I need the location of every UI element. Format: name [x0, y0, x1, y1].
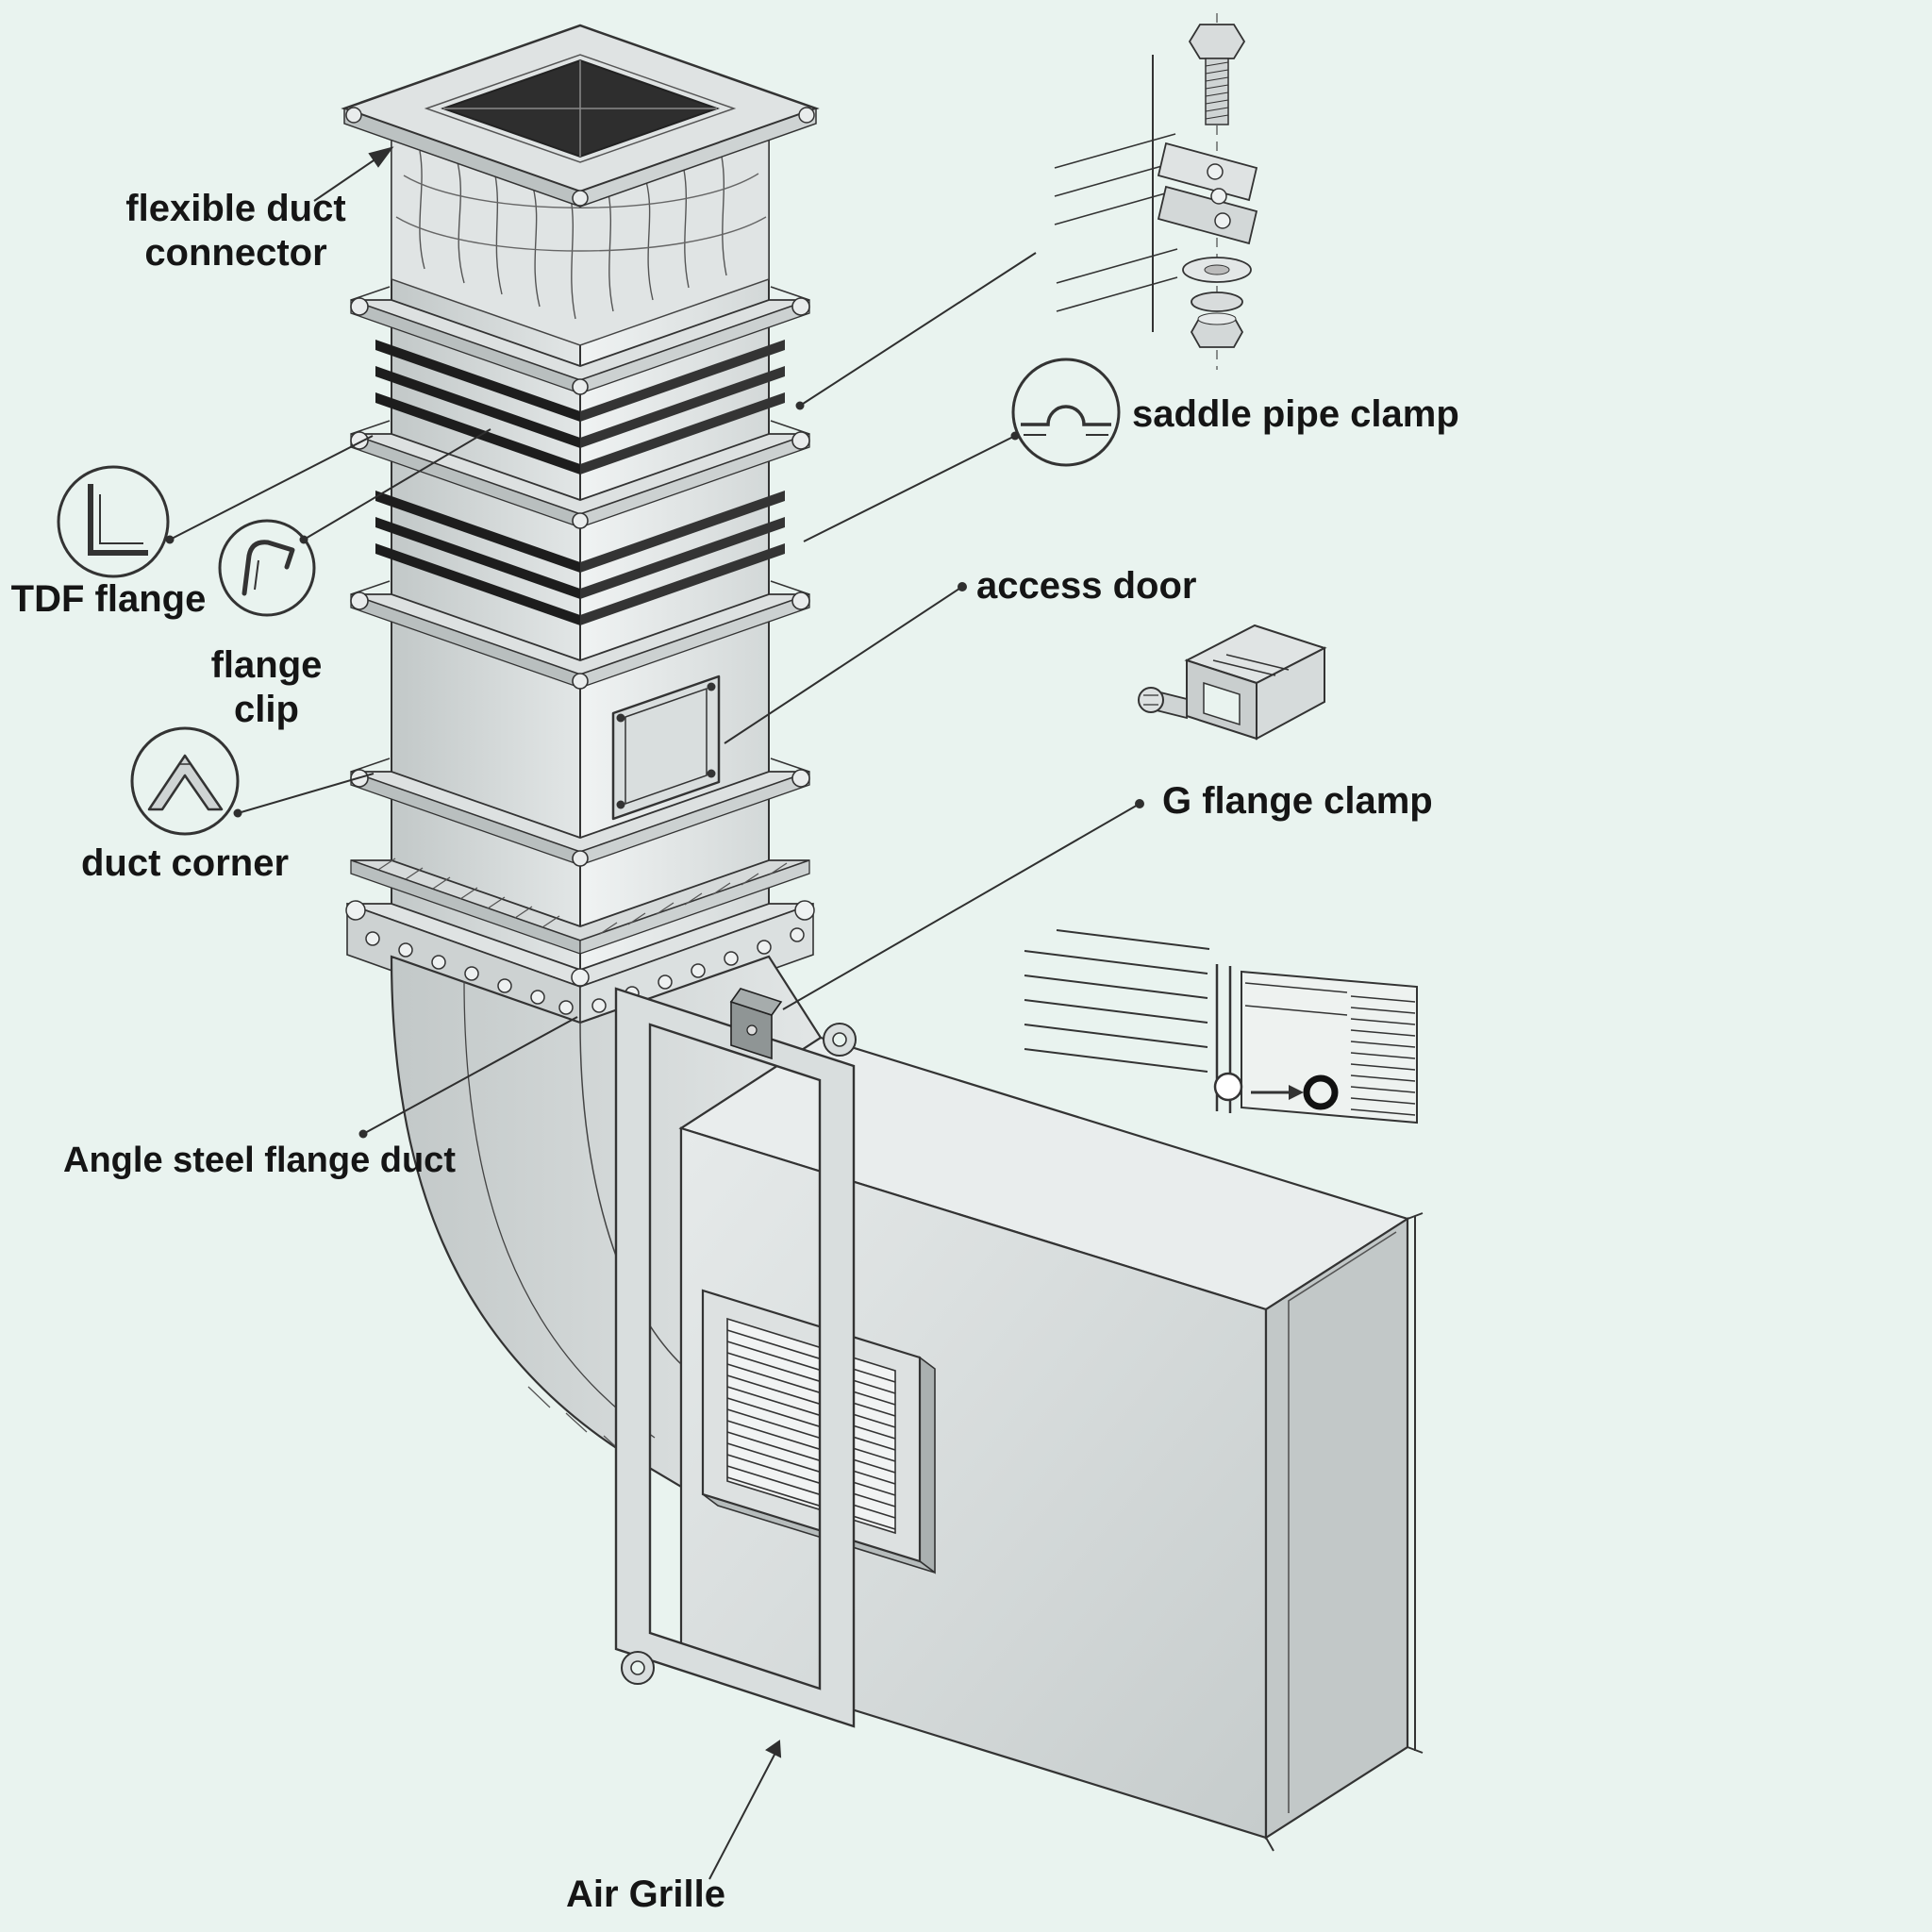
air-grille-part [701, 1289, 936, 1574]
horizontal-duct-open-end [1264, 1216, 1409, 1840]
label-angle-steel-flange-duct: Angle steel flange duct [63, 1141, 456, 1180]
tdf-flange-ring [350, 420, 810, 529]
duct-joint-detail [1024, 929, 1418, 1124]
label-tdf-flange: TDF flange [10, 578, 207, 620]
arrowhead [765, 1740, 782, 1758]
leader-lines [165, 146, 1144, 1880]
flexible-duct-connector-part [391, 132, 770, 346]
label-saddle-pipe-clamp: saddle pipe clamp [1132, 393, 1459, 435]
lock-washer [1191, 291, 1243, 312]
tdf-cleat-bands [375, 340, 785, 475]
hatched-flange-ring [350, 858, 810, 955]
joint-flange-frame [614, 987, 857, 1728]
access-door-part [611, 675, 721, 821]
label-access-door: access door [976, 565, 1197, 607]
flange-ring [350, 286, 810, 395]
duct-corner-icon [130, 726, 240, 836]
flange-ring [350, 580, 810, 690]
flange-ring [350, 758, 810, 867]
grille-slats [726, 1329, 896, 1530]
flange-clip-icon [218, 519, 316, 617]
label-flange-clip: flange clip [210, 644, 323, 731]
bolt-assembly-detail [1054, 13, 1258, 370]
g-flange-clamp-detail [1138, 624, 1327, 741]
tdf-cleat-bands [375, 491, 785, 625]
saddle-pipe-clamp-icon [1011, 358, 1121, 467]
label-flexible-duct-connector: flexible duct connector [125, 188, 346, 275]
bolt-head [1188, 24, 1246, 59]
label-air-grille: Air Grille [566, 1874, 725, 1915]
label-duct-corner: duct corner [80, 842, 290, 884]
arrowhead [368, 146, 394, 168]
tdf-flange-icon [57, 465, 170, 578]
label-g-flange-clamp: G flange clamp [1162, 780, 1433, 822]
top-flange-frame [341, 24, 820, 208]
zoom-marker-icon [1303, 1074, 1339, 1110]
